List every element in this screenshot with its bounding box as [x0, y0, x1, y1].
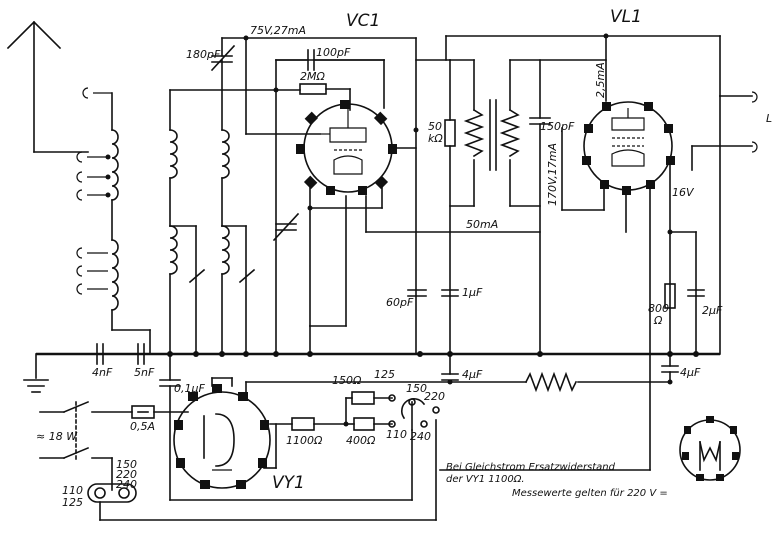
ground-bus: [23, 95, 721, 393]
label-c-100pf: 100pF: [316, 46, 351, 59]
label-c-1uf: 1µF: [462, 286, 483, 299]
label-c-0-1uf: 0,1µF: [174, 382, 205, 395]
note-line-1: Bei Gleichstrom Ersatzwiderstand: [446, 462, 616, 473]
filter-resistor: [524, 371, 578, 393]
label-r-800-value: 800: [648, 302, 669, 315]
label-tap-110: 110: [386, 428, 407, 441]
vl1-lower-wiring: [439, 127, 697, 471]
label-c-150pf: 150pF: [540, 120, 575, 133]
label-sel-240: 240: [116, 478, 137, 491]
label-i-2-5ma: 2,5mA: [594, 62, 607, 98]
label-sel-150: 150: [116, 458, 137, 471]
label-v-16: 16V: [672, 186, 695, 199]
label-r-50k-value: 50: [428, 120, 442, 133]
label-r-1100ohm: 1100Ω: [286, 434, 323, 447]
note-line-3: Messewerte gelten für 220 V =: [512, 488, 668, 499]
label-vc1-anode: 75V,27mA: [250, 24, 306, 37]
label-sel-125: 125: [62, 496, 83, 509]
tuning-coils: [169, 59, 301, 355]
resistor-800ohm: [664, 283, 676, 309]
label-speaker: L: [766, 112, 772, 125]
label-fuse: 0,5A: [130, 420, 155, 433]
interstage-transformer: [449, 59, 607, 207]
power-supply-wiring: [159, 353, 679, 501]
label-c-180pf: 180pF: [186, 48, 221, 61]
label-c-4uf-b: 4µF: [680, 366, 701, 379]
antenna-coil: [111, 92, 151, 355]
label-c-60pf: 60pF: [386, 296, 414, 309]
label-r-800-unit: Ω: [653, 314, 663, 327]
label-sel-110: 110: [62, 484, 83, 497]
tube-vy1: [173, 377, 271, 489]
selector-contacts: [388, 394, 440, 431]
label-r-2mohm: 2MΩ: [300, 70, 325, 83]
capacitor-180pf: [210, 37, 417, 72]
label-c-4uf-a: 4µF: [462, 368, 483, 381]
label-c-4nf: 4nF: [92, 366, 113, 379]
heater-resistors: [263, 391, 393, 469]
mains-input: [39, 400, 189, 491]
speaker-terminals: [751, 91, 758, 153]
vc1-lower-wiring: [307, 147, 541, 355]
label-c-5nf: 5nF: [134, 366, 155, 379]
tube-label-vl1: VL1: [610, 7, 642, 27]
capacitor-100pf: [275, 49, 385, 71]
capacitor-5nf: [137, 343, 145, 365]
label-tap-220: 220: [424, 390, 445, 403]
capacitor-4nf: [96, 343, 104, 365]
tube-vc1: [296, 100, 397, 195]
vl1-supply-wiring: [445, 33, 753, 171]
antenna-coil-sockets: [76, 87, 112, 295]
capacitor-60pf: [407, 289, 427, 297]
voltage-selector-plug: [87, 419, 437, 521]
label-v-170: 170V,17mA: [546, 143, 559, 206]
tube-label-vc1: VC1: [346, 11, 380, 31]
label-r-50k-unit: kΩ: [428, 132, 443, 145]
tube-vl1: [582, 100, 675, 195]
capacitor-1uf: [441, 289, 459, 297]
label-power: ≈ 18 W: [36, 430, 78, 443]
label-r-400ohm: 400Ω: [346, 434, 376, 447]
label-tap-240: 240: [410, 430, 431, 443]
capacitor-150pf: [529, 59, 551, 355]
label-sel-220: 220: [116, 468, 137, 481]
label-tap-150: 150: [406, 382, 427, 395]
antenna-symbol: [6, 20, 89, 153]
label-r-150ohm: 150Ω: [332, 374, 362, 387]
capacitor-2uf: [687, 289, 705, 297]
label-c-2uf: 2µF: [702, 304, 723, 317]
note-line-2: der VY1 1100Ω.: [446, 474, 525, 485]
tube-label-vy1: VY1: [272, 473, 305, 493]
label-i-50ma: 50mA: [466, 218, 498, 231]
tube-base-symbol: [679, 416, 741, 481]
resistor-50kohm: [415, 59, 456, 355]
label-tap-125: 125: [374, 368, 395, 381]
variable-capacitor: [272, 212, 300, 242]
